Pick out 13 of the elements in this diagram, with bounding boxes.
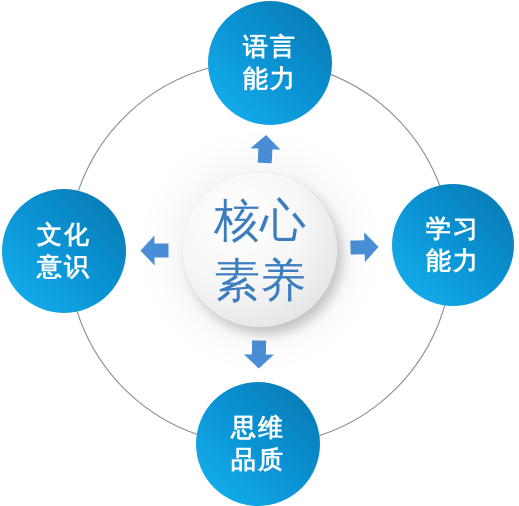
topic-label: 学习能力: [425, 213, 481, 277]
topic-label: 思维品质: [229, 412, 286, 476]
core-label: 核心素养: [213, 192, 307, 309]
ring-arc: [330, 74, 440, 186]
arrow: [350, 232, 378, 262]
arrow: [140, 236, 169, 266]
arrow: [244, 340, 274, 368]
topic-label: 语言能力: [242, 31, 298, 95]
ring-arc: [76, 311, 197, 435]
ring-arc: [319, 305, 446, 436]
arrow: [250, 135, 280, 164]
ring-arc: [78, 68, 208, 191]
topic-label: 文化意识: [35, 219, 92, 283]
